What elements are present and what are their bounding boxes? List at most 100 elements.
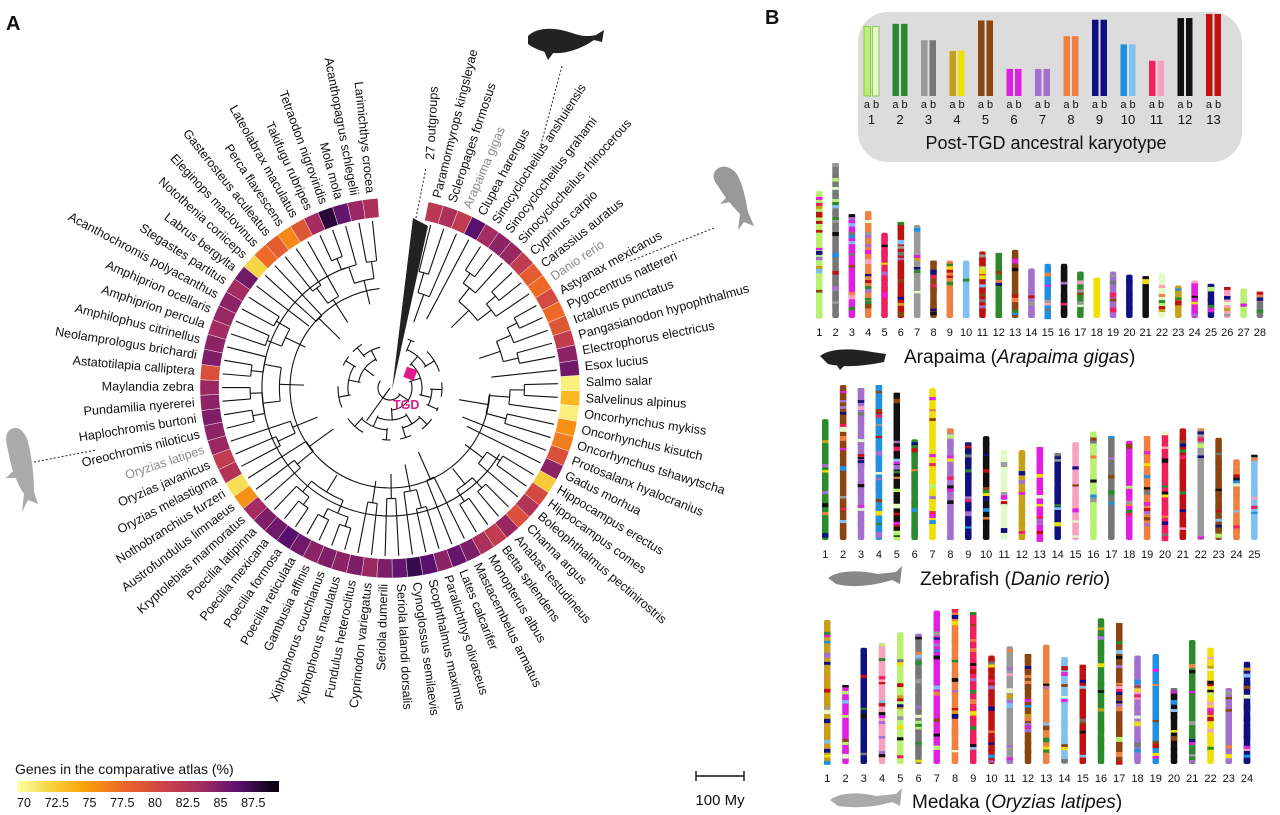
chromosome-band [970,648,977,652]
organism-common-name: Arapaima ( [904,347,998,368]
chromosome-band [1225,691,1232,695]
tree-branch [466,425,541,464]
chromosome-band [1215,494,1222,498]
chromosome-band [1024,716,1032,721]
chromosome-band [1134,694,1141,698]
tree-branch [495,293,530,317]
chromosome-band [816,229,823,233]
chromosome-band [913,273,921,276]
chromosome [970,612,977,764]
chromosome-band [1215,491,1222,497]
chromosome-number: 23 [1212,549,1224,561]
chromosome-band [929,460,936,466]
chromosome-band [962,278,970,282]
chromosome-band [822,470,829,473]
chromosome-band [1233,474,1240,478]
tree-branch [294,507,309,528]
chromosome-band [1207,680,1214,686]
chromosome-band [864,238,872,243]
chromosome-band [864,289,872,293]
chromosome-band [970,756,977,760]
chromosome-band [1134,706,1141,709]
chromosome-band [1116,634,1123,638]
chromosome-band [1215,503,1222,508]
chromosome-band [946,290,954,294]
chromosome-band [860,689,867,693]
chromosome-band [965,496,972,500]
chromosome-band [824,733,831,738]
chromosome-band [915,651,922,656]
tree-branch [485,303,497,317]
chromosome-band [822,479,829,482]
chromosome-number: 18 [1123,549,1135,561]
tree-branch [410,363,423,396]
chromosome-band [933,691,940,696]
tree-branch [508,389,511,405]
chromosome-band [1158,276,1166,281]
chromosome-band [857,400,865,403]
tree-branch [296,450,314,465]
chromosome-band [915,726,922,730]
chromosome-band [824,664,831,669]
chromosome-band [816,226,823,230]
tree-branch [277,432,296,442]
chromosome-band [857,460,865,465]
chromosome-band [988,760,995,763]
chromosome-band [832,187,839,190]
chromosome-band [1011,303,1019,307]
chromosome-band [878,643,886,646]
chromosome-band [860,665,867,670]
chromosome-band [1161,455,1169,459]
chromosome-band [1170,700,1178,705]
chromosome-band [947,440,954,445]
chromosome-band [897,227,905,231]
chromosome-band [1161,431,1169,436]
ancestral-chromosome-b [1157,60,1164,96]
chromosome-number: 12 [1016,549,1028,561]
chromosome-band [1134,757,1141,760]
chromosome-band [913,270,921,274]
chromosome-band [1225,697,1232,700]
chromosome-band [897,653,904,658]
chromosome-band [1161,530,1169,534]
chromosome-band [875,508,883,513]
chromosome-band [1116,670,1123,675]
chromosome-band [1256,297,1264,301]
chromosome-band [1158,306,1166,310]
chromosome-band [1143,478,1151,483]
chromosome-band [1215,518,1222,522]
chromosome-band [1142,279,1149,285]
chromosome-band [848,214,856,218]
chromosome-band [1125,503,1133,506]
chromosome-band [816,301,823,306]
chromosome-band [1061,690,1068,694]
chromosome-band [1256,294,1264,297]
chromosome-band [929,511,936,515]
chromosome-number: 10 [960,327,972,339]
chromosome-band [1197,527,1204,532]
chromosome-band [1179,533,1187,537]
chromosome-band [1024,698,1032,704]
chromosome-band [878,682,886,685]
tree-branch [417,451,431,480]
chromosome-band [1207,692,1214,696]
chromosome-band [824,757,831,762]
chromosome-band [1152,755,1159,759]
chromosome-band [1215,488,1222,492]
chromosome-band [947,506,954,509]
chromosome-number: 28 [1254,327,1266,339]
tree-branch [468,498,489,525]
tree-branch [399,435,412,440]
chromosome-band [857,391,865,394]
chromosome-band [911,508,918,512]
tree-branch [284,500,300,520]
karyotype-title: Post-TGD ancestral karyotype [925,133,1166,153]
ancestral-chromosome-number: 6 [1010,112,1017,127]
chromosome-band [1225,724,1232,727]
chromosome-band [946,281,954,286]
chromosome-band [929,481,936,485]
chromosome-band [970,624,977,627]
chromosome-band [875,472,883,475]
chromosome-band [915,705,922,709]
